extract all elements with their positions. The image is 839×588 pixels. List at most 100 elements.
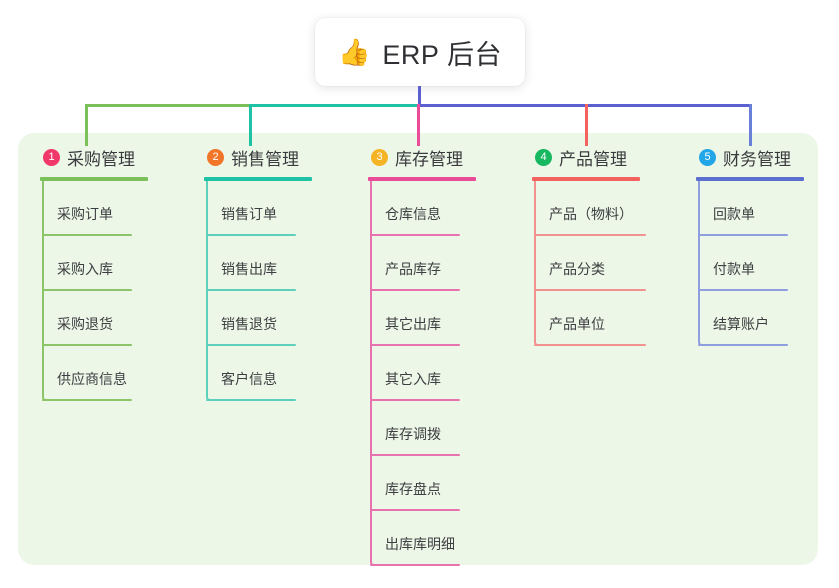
- list-item-label: 供应商信息: [57, 371, 127, 387]
- column-header[interactable]: 2 销售管理: [204, 145, 312, 169]
- item-spine-connector: [698, 236, 700, 291]
- column-header-rule: [204, 177, 312, 181]
- bus-segment-teal: [249, 104, 419, 107]
- column-header[interactable]: 3 库存管理: [368, 145, 476, 169]
- item-spine-connector: [370, 401, 372, 456]
- list-item[interactable]: 结算账户: [698, 291, 804, 346]
- column-badge: 2: [207, 148, 224, 166]
- column-sales: 2 销售管理 销售订单销售出库销售退货客户信息: [204, 145, 312, 401]
- list-item[interactable]: 采购退货: [42, 291, 148, 346]
- column-header[interactable]: 4 产品管理: [532, 145, 640, 169]
- list-item-label: 产品库存: [385, 261, 441, 277]
- list-item-rule: [206, 289, 296, 291]
- list-item-rule: [370, 454, 460, 456]
- list-item-label: 其它出库: [385, 316, 441, 332]
- item-spine-connector: [370, 456, 372, 511]
- column-badge: 3: [371, 148, 388, 166]
- list-item-rule: [370, 399, 460, 401]
- list-item-label: 回款单: [713, 206, 755, 222]
- list-item[interactable]: 销售订单: [206, 181, 312, 236]
- list-item-rule: [698, 344, 788, 346]
- list-item[interactable]: 采购订单: [42, 181, 148, 236]
- column-title: 销售管理: [231, 149, 299, 169]
- list-item[interactable]: 库存盘点: [370, 456, 476, 511]
- column-title: 库存管理: [395, 149, 463, 169]
- list-item-rule: [534, 234, 646, 236]
- root-title: ERP 后台: [382, 39, 502, 70]
- list-item-rule: [370, 564, 460, 566]
- list-item-label: 结算账户: [713, 316, 769, 332]
- item-spine-connector: [370, 346, 372, 401]
- list-item-rule: [206, 399, 296, 401]
- list-item[interactable]: 采购入库: [42, 236, 148, 291]
- item-spine-connector: [206, 291, 208, 346]
- list-item[interactable]: 供应商信息: [42, 346, 148, 401]
- item-spine-connector: [698, 181, 700, 236]
- list-item[interactable]: 产品分类: [534, 236, 646, 291]
- item-spine-connector: [370, 511, 380, 566]
- list-item[interactable]: 出库库明细: [370, 511, 476, 566]
- list-item-label: 产品（物料）: [549, 206, 633, 222]
- list-item-label: 采购退货: [57, 316, 113, 332]
- list-item[interactable]: 其它出库: [370, 291, 476, 346]
- list-item-label: 仓库信息: [385, 206, 441, 222]
- list-item-label: 销售订单: [221, 206, 277, 222]
- list-item[interactable]: 库存调拨: [370, 401, 476, 456]
- column-header-rule: [368, 177, 476, 181]
- list-item-rule: [370, 344, 460, 346]
- root-node[interactable]: 👍 ERP 后台: [315, 18, 525, 86]
- thumbs-up-icon: 👍: [338, 37, 371, 67]
- item-spine-connector: [206, 236, 208, 291]
- list-item-label: 产品分类: [549, 261, 605, 277]
- drop-connector-1: [85, 104, 88, 146]
- item-spine-connector: [206, 181, 208, 236]
- list-item-label: 采购入库: [57, 261, 113, 277]
- list-item[interactable]: 付款单: [698, 236, 804, 291]
- column-finance: 5 财务管理 回款单付款单结算账户: [696, 145, 804, 346]
- column-header-rule: [696, 177, 804, 181]
- list-item-rule: [42, 344, 132, 346]
- item-spine-connector: [42, 236, 44, 291]
- item-spine-connector: [534, 181, 536, 236]
- list-item-rule: [698, 289, 788, 291]
- drop-connector-2: [249, 104, 252, 146]
- list-item-label: 客户信息: [221, 371, 277, 387]
- column-badge: 5: [699, 148, 716, 166]
- column-purchasing: 1 采购管理 采购订单采购入库采购退货供应商信息: [40, 145, 148, 401]
- item-spine-connector: [206, 346, 216, 401]
- column-header[interactable]: 1 采购管理: [40, 145, 148, 169]
- list-item[interactable]: 客户信息: [206, 346, 312, 401]
- column-product: 4 产品管理 产品（物料） 产品分类产品单位: [532, 145, 646, 346]
- column-header-rule: [532, 177, 640, 181]
- column-header[interactable]: 5 财务管理: [696, 145, 804, 169]
- column-header-rule: [40, 177, 148, 181]
- list-item-rule: [206, 234, 296, 236]
- item-spine-connector: [370, 236, 372, 291]
- drop-connector-3: [417, 104, 420, 146]
- drop-connector-5: [749, 104, 752, 146]
- column-title: 产品管理: [559, 149, 627, 169]
- bus-segment-indigo: [417, 104, 751, 107]
- root-stem-connector: [418, 86, 421, 106]
- list-item[interactable]: 产品单位: [534, 291, 646, 346]
- item-spine-connector: [42, 346, 52, 401]
- item-spine-connector: [42, 291, 44, 346]
- list-item[interactable]: 产品（物料）: [534, 181, 646, 236]
- list-item[interactable]: 其它入库: [370, 346, 476, 401]
- list-item-label: 销售出库: [221, 261, 277, 277]
- column-item-list: 销售订单销售出库销售退货客户信息: [204, 181, 312, 401]
- item-spine-connector: [370, 181, 372, 236]
- list-item-label: 产品单位: [549, 316, 605, 332]
- list-item-rule: [370, 289, 460, 291]
- list-item[interactable]: 回款单: [698, 181, 804, 236]
- list-item[interactable]: 销售退货: [206, 291, 312, 346]
- list-item-label: 库存调拨: [385, 426, 441, 442]
- column-item-list: 采购订单采购入库采购退货供应商信息: [40, 181, 148, 401]
- list-item[interactable]: 产品库存: [370, 236, 476, 291]
- column-badge: 4: [535, 148, 552, 166]
- item-spine-connector: [370, 291, 372, 346]
- column-title: 财务管理: [723, 149, 791, 169]
- list-item[interactable]: 仓库信息: [370, 181, 476, 236]
- item-spine-connector: [534, 291, 544, 346]
- list-item[interactable]: 销售出库: [206, 236, 312, 291]
